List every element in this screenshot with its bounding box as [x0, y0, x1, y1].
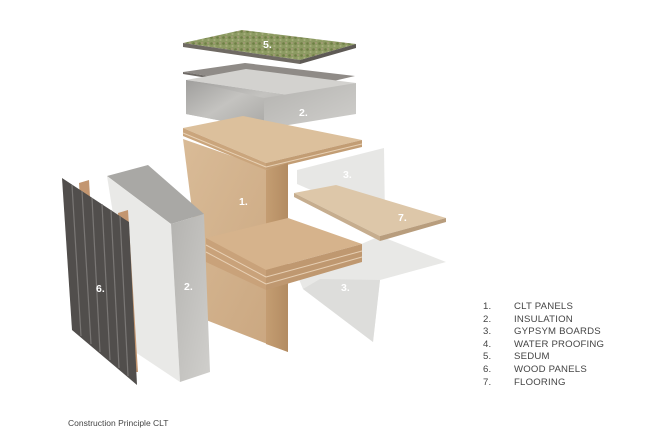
insulation-top-slab: 2.	[186, 69, 356, 129]
legend-item: 2. INSULATION	[483, 314, 604, 327]
legend-num: 6.	[483, 363, 492, 375]
figure-caption: Construction Principle CLT	[68, 418, 169, 428]
legend-item: 7. FLOORING	[483, 377, 604, 390]
legend-num: 5.	[483, 351, 492, 363]
legend-label: WOOD PANELS	[514, 363, 587, 375]
legend-item: 1. CLT PANELS	[483, 301, 604, 314]
legend-num: 2.	[483, 313, 492, 325]
legend-item: 4. WATER PROOFING	[483, 339, 604, 352]
legend-item: 6. WOOD PANELS	[483, 364, 604, 377]
label-flooring: 7.	[398, 212, 407, 224]
legend-num: 3.	[483, 326, 492, 338]
label-gypsum-lower: 3.	[341, 282, 350, 294]
flooring-board: 7.	[294, 185, 446, 241]
legend-num: 7.	[483, 376, 492, 388]
label-gypsum-upper: 3.	[343, 169, 352, 181]
label-sedum: 5.	[263, 39, 272, 51]
legend: 1. CLT PANELS 2. INSULATION 3. GYPSYM BO…	[483, 301, 604, 389]
legend-num: 4.	[483, 338, 492, 350]
label-insulation-top: 2.	[299, 107, 308, 119]
label-wood-panels: 6.	[96, 283, 105, 295]
label-clt: 1.	[239, 196, 248, 208]
legend-label: GYPSYM BOARDS	[514, 326, 601, 338]
wood-panels: 6.	[62, 178, 138, 385]
label-insulation-side: 2.	[184, 281, 193, 293]
legend-label: CLT PANELS	[514, 301, 574, 312]
legend-label: FLOORING	[514, 376, 566, 388]
legend-label: WATER PROOFING	[514, 338, 605, 350]
legend-label: INSULATION	[514, 313, 573, 325]
legend-label: SEDUM	[514, 351, 550, 363]
legend-item: 5. SEDUM	[483, 351, 604, 364]
clt-panels: 1.	[182, 116, 363, 352]
legend-num: 1.	[483, 301, 492, 312]
legend-item: 3. GYPSYM BOARDS	[483, 326, 604, 339]
sedum-layer: 5.	[183, 30, 356, 64]
